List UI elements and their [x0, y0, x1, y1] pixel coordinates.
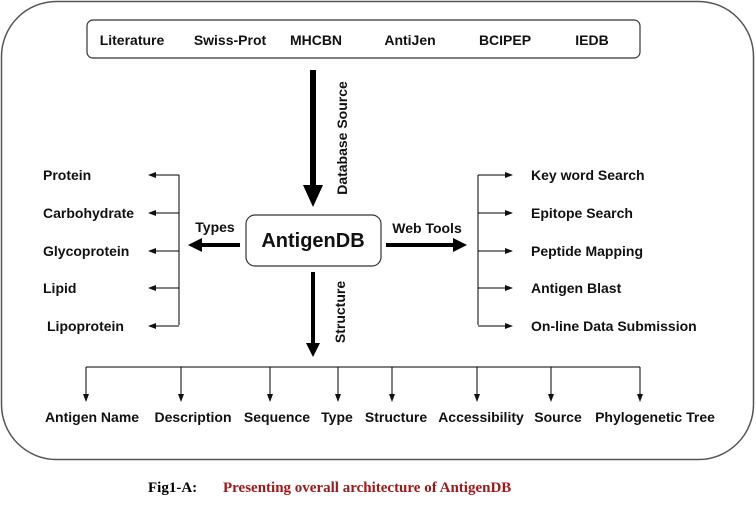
- web-tool-antigen-blast: Antigen Blast: [531, 280, 622, 296]
- types-arrowhead: [188, 238, 202, 252]
- source-iedb: IEDB: [575, 32, 608, 48]
- database-source-arrowhead: [303, 185, 323, 207]
- structure-label: Structure: [332, 281, 348, 343]
- web-tool-epitope-search: Epitope Search: [531, 205, 633, 221]
- source-literature: Literature: [100, 32, 165, 48]
- antigendb-box: [245, 214, 382, 267]
- type-lipid: Lipid: [43, 280, 76, 296]
- web-tools-arrowhead: [453, 238, 467, 252]
- source-antijen: AntiJen: [384, 32, 435, 48]
- field-structure: Structure: [365, 409, 427, 425]
- web-tool-key-word-search: Key word Search: [531, 167, 645, 183]
- structure-arrowhead: [306, 343, 320, 357]
- source-mhcbn: MHCBN: [290, 32, 342, 48]
- antigendb-title: AntigenDB: [261, 230, 364, 252]
- source-bcipep: BCIPEP: [479, 32, 531, 48]
- web-tools-label: Web Tools: [392, 220, 462, 236]
- figure-caption: Presenting overall architecture of Antig…: [223, 480, 511, 496]
- types-label: Types: [195, 219, 235, 235]
- field-accessibility: Accessibility: [438, 409, 524, 425]
- field-source: Source: [534, 409, 582, 425]
- outer-frame: [0, 0, 755, 461]
- type-lipoprotein: Lipoprotein: [47, 318, 124, 334]
- type-protein: Protein: [43, 167, 91, 183]
- figure-number: Fig1-A:: [148, 480, 197, 496]
- sources-box: [86, 19, 641, 59]
- field-phylogenetic-tree: Phylogenetic Tree: [595, 409, 715, 425]
- field-description: Description: [154, 409, 231, 425]
- type-glycoprotein: Glycoprotein: [43, 243, 129, 259]
- web-tool-peptide-mapping: Peptide Mapping: [531, 243, 643, 259]
- field-antigen-name: Antigen Name: [45, 409, 139, 425]
- field-sequence: Sequence: [244, 409, 310, 425]
- type-carbohydrate: Carbohydrate: [43, 205, 134, 221]
- field-type: Type: [321, 409, 353, 425]
- web-tool-on-line-data-submission: On-line Data Submission: [531, 318, 697, 334]
- source-swiss-prot: Swiss-Prot: [194, 32, 267, 48]
- database-source-label: Database Source: [334, 81, 350, 195]
